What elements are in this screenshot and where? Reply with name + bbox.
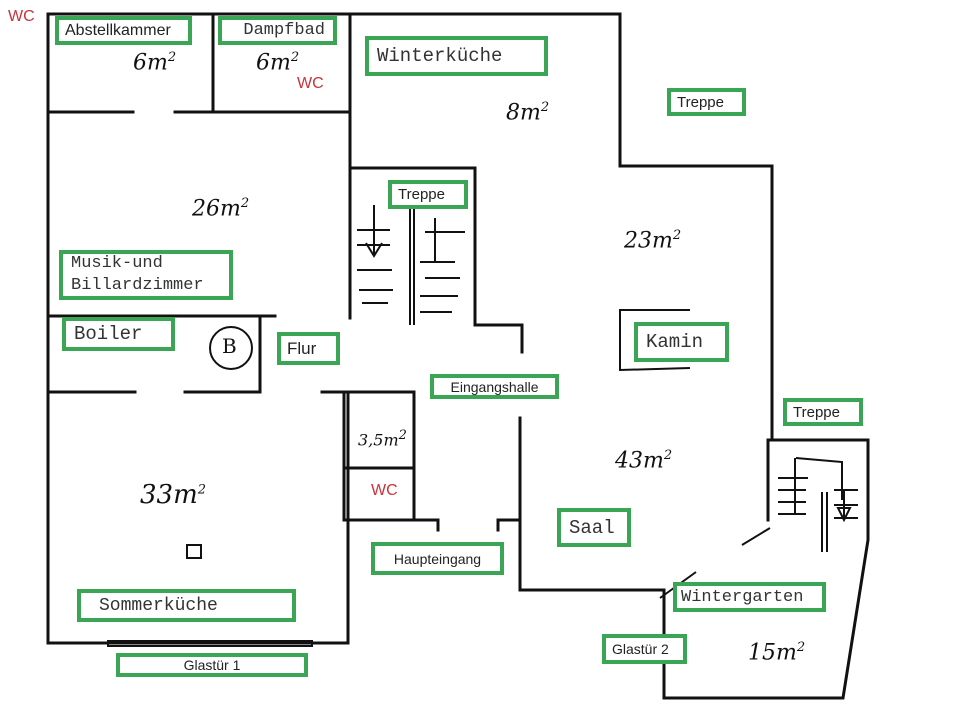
wc-label: WC <box>297 75 324 92</box>
wall <box>46 12 774 442</box>
area-exponent: 2 <box>672 228 682 243</box>
room-label-text: Glastür 1 <box>183 657 241 673</box>
room-label-boiler: Boiler <box>62 317 175 351</box>
room-label-wintergarten: Wintergarten <box>673 582 826 612</box>
room-label-text: Haupteingang <box>393 550 482 567</box>
wall <box>518 416 666 592</box>
room-label-text: Boiler <box>74 323 143 345</box>
room-label-saal: Saal <box>557 508 631 547</box>
area-winterkueche: 8m2 <box>506 100 549 125</box>
room-label-glastuer-2: Glastür 2 <box>602 634 687 664</box>
area-exponent: 2 <box>796 640 806 655</box>
area-exponent: 2 <box>398 428 407 443</box>
boiler-symbol-letter: B <box>222 334 237 358</box>
area-musik: 26m2 <box>192 196 249 221</box>
room-label-text: Wintergarten <box>681 587 804 607</box>
room-label-text: Kamin <box>646 331 704 353</box>
room-label-text: Treppe <box>398 186 445 203</box>
room-label-treppe-top: Treppe <box>667 88 746 116</box>
room-label-text: Glastür 2 <box>612 641 669 657</box>
room-label-text: Eingangshalle <box>450 378 539 395</box>
glass-door-1 <box>107 640 313 647</box>
area-value: 23m <box>624 228 673 254</box>
staircase-right <box>778 457 858 552</box>
floor-drain-icon <box>186 544 202 559</box>
area-kamin-room: 23m2 <box>624 228 681 253</box>
area-value: 6m <box>133 50 168 76</box>
area-exponent: 2 <box>197 482 207 498</box>
room-label-text: Winterküche <box>377 45 503 67</box>
area-sommerkueche: 33m2 <box>140 480 206 510</box>
room-label-treppe-center: Treppe <box>388 180 468 209</box>
area-exponent: 2 <box>290 50 300 65</box>
room-label-text: Saal <box>569 516 615 539</box>
wc-label: WC <box>371 482 398 499</box>
room-label-text: Billardzimmer <box>71 276 204 295</box>
wall <box>662 438 870 700</box>
room-label-text: Flur <box>287 338 317 358</box>
area-value: 8m <box>506 100 541 126</box>
fireplace-outline <box>619 309 691 372</box>
room-label-glastuer-1: Glastür 1 <box>116 653 308 677</box>
area-dampfbad: 6m2 <box>256 50 299 75</box>
room-label-haupteingang: Haupteingang <box>371 542 504 575</box>
room-label-flur: Flur <box>277 332 340 365</box>
area-saal: 43m2 <box>615 448 672 473</box>
wall <box>348 166 524 354</box>
room-label-treppe-right: Treppe <box>783 398 863 426</box>
area-value: 15m <box>748 640 797 666</box>
area-value: 43m <box>615 448 664 474</box>
room-label-musik-billard: Musik-und Billardzimmer <box>59 250 233 300</box>
boiler-symbol: B <box>222 334 237 358</box>
wall <box>342 390 440 532</box>
area-value: 26m <box>192 196 241 222</box>
area-exponent: 2 <box>663 448 673 463</box>
area-exponent: 2 <box>240 196 250 211</box>
area-abstellkammer: 6m2 <box>133 50 176 75</box>
staircase-center <box>357 204 465 325</box>
area-value: 3,5m <box>358 430 399 450</box>
room-label-text: Treppe <box>677 93 724 111</box>
area-exponent: 2 <box>540 100 550 115</box>
room-label-abstellkammer: Abstellkammer <box>55 16 192 45</box>
wc-label: WC <box>8 8 35 25</box>
room-label-dampfbad: Dampfbad <box>218 16 337 45</box>
room-label-sommerkueche: Sommerküche <box>77 589 296 622</box>
area-value: 6m <box>256 50 291 76</box>
wall <box>496 518 522 532</box>
room-label-kamin: Kamin <box>634 322 729 362</box>
area-value: 33m <box>140 480 198 510</box>
room-label-text: Treppe <box>793 403 840 421</box>
boiler-symbol-circle <box>209 326 253 370</box>
room-label-eingangshalle: Eingangshalle <box>430 374 559 399</box>
area-small-room: 3,5m2 <box>358 428 407 449</box>
room-label-text: Sommerküche <box>99 595 218 616</box>
room-label-text: Dampfbad <box>243 21 325 40</box>
room-label-winterkueche: Winterküche <box>365 36 548 76</box>
room-label-text: Musik-und <box>71 254 163 273</box>
room-label-text: Abstellkammer <box>65 21 171 39</box>
area-exponent: 2 <box>167 50 177 65</box>
area-wintergarten: 15m2 <box>748 640 805 665</box>
